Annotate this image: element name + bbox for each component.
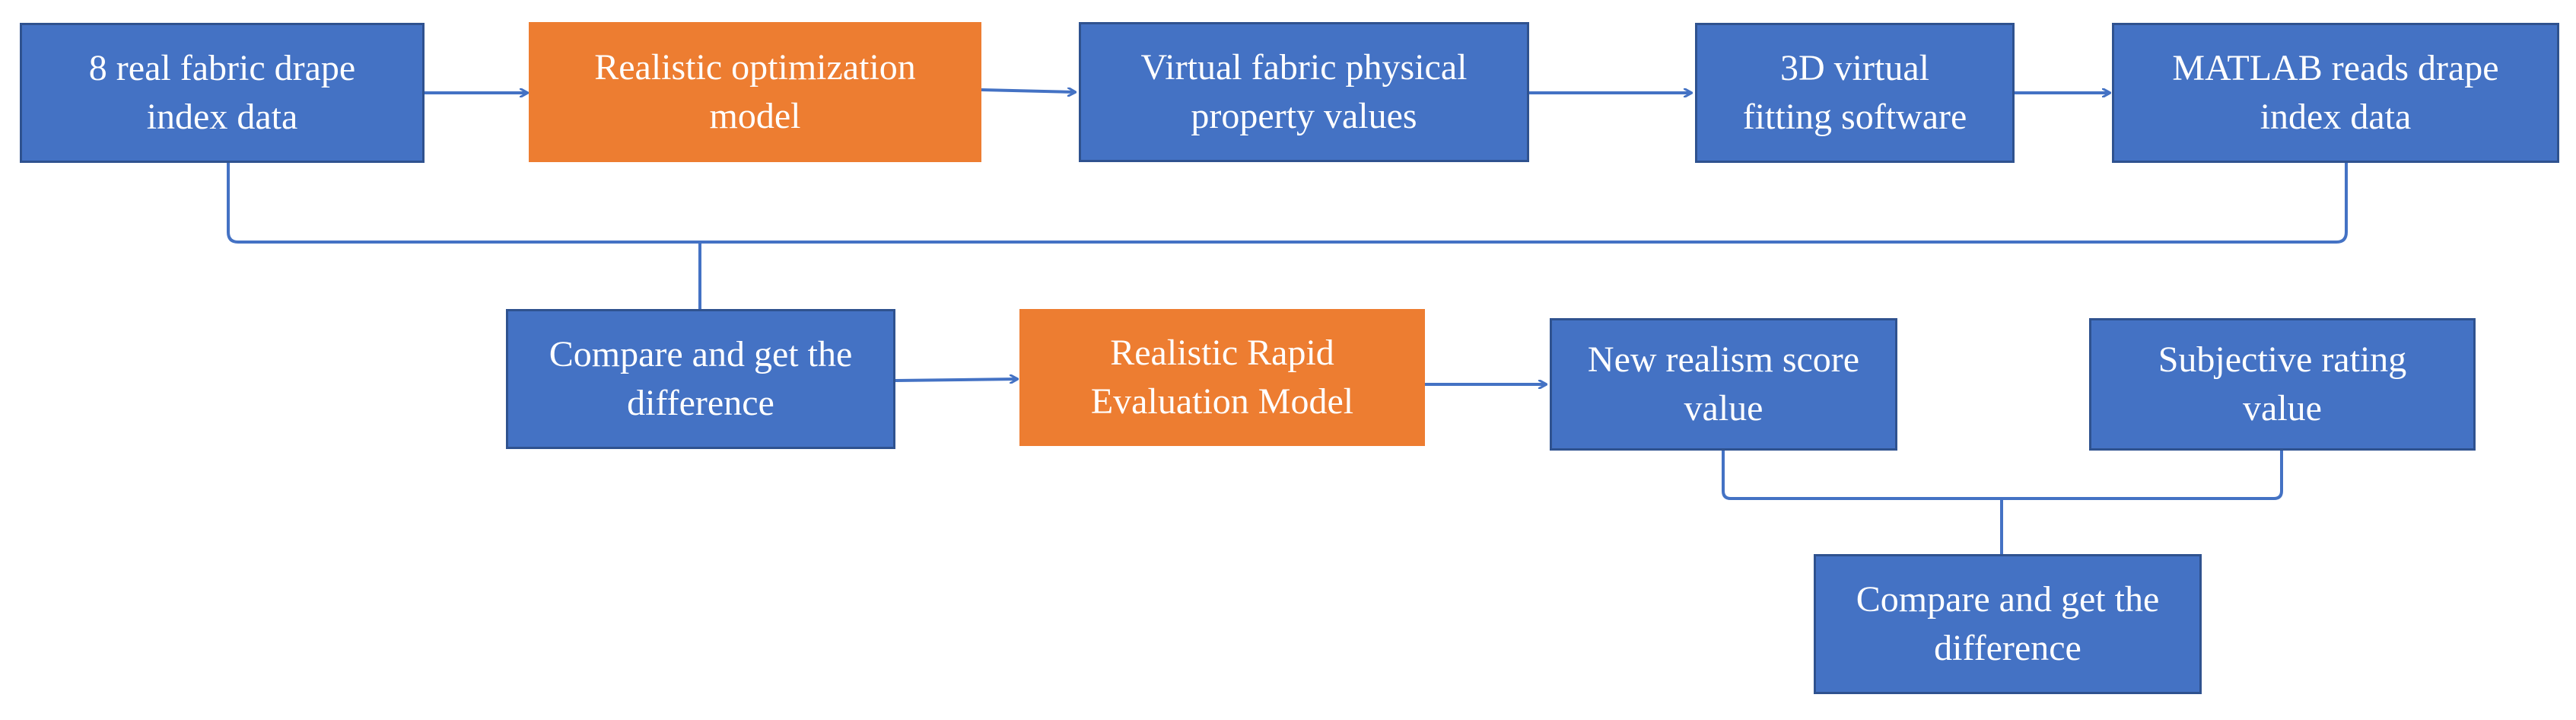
node-rapid-eval-label: Realistic Rapid Evaluation Model	[1090, 333, 1354, 422]
node-realistic-optimization-label: Realistic optimization model	[594, 47, 916, 136]
node-virtual-fitting-label: 3D virtual fitting software	[1742, 48, 1967, 137]
arrow-compare-1-to-rapid-eval	[895, 379, 1017, 381]
node-subjective-rating-value: Subjective rating value	[2089, 318, 2476, 451]
arrow-optimization-to-virtual-fabric	[981, 90, 1075, 92]
node-new-realism-score-value: New realism score value	[1550, 318, 1897, 451]
node-real-fabric-drape-data: 8 real fabric drape index data	[20, 23, 425, 163]
node-matlab-label: MATLAB reads drape index data	[2172, 48, 2499, 137]
node-new-realism-label: New realism score value	[1587, 339, 1860, 428]
bracket-score-rating	[1722, 451, 2283, 500]
node-realistic-rapid-evaluation-model: Realistic Rapid Evaluation Model	[1019, 309, 1425, 446]
node-compare-difference-1: Compare and get the difference	[506, 309, 895, 449]
node-compare-1-label: Compare and get the difference	[549, 334, 853, 423]
node-compare-difference-2: Compare and get the difference	[1814, 554, 2202, 694]
node-realistic-optimization-model: Realistic optimization model	[529, 22, 981, 162]
node-real-fabric-label: 8 real fabric drape index data	[88, 48, 356, 137]
node-virtual-fabric-label: Virtual fabric physical property values	[1140, 47, 1468, 136]
node-matlab-reads-drape-data: MATLAB reads drape index data	[2112, 23, 2559, 163]
node-virtual-fabric-property-values: Virtual fabric physical property values	[1079, 22, 1529, 162]
node-compare-2-label: Compare and get the difference	[1856, 579, 2160, 668]
bracket-top-row	[227, 163, 2348, 244]
node-3d-virtual-fitting-software: 3D virtual fitting software	[1695, 23, 2015, 163]
node-subjective-label: Subjective rating value	[2158, 339, 2407, 428]
